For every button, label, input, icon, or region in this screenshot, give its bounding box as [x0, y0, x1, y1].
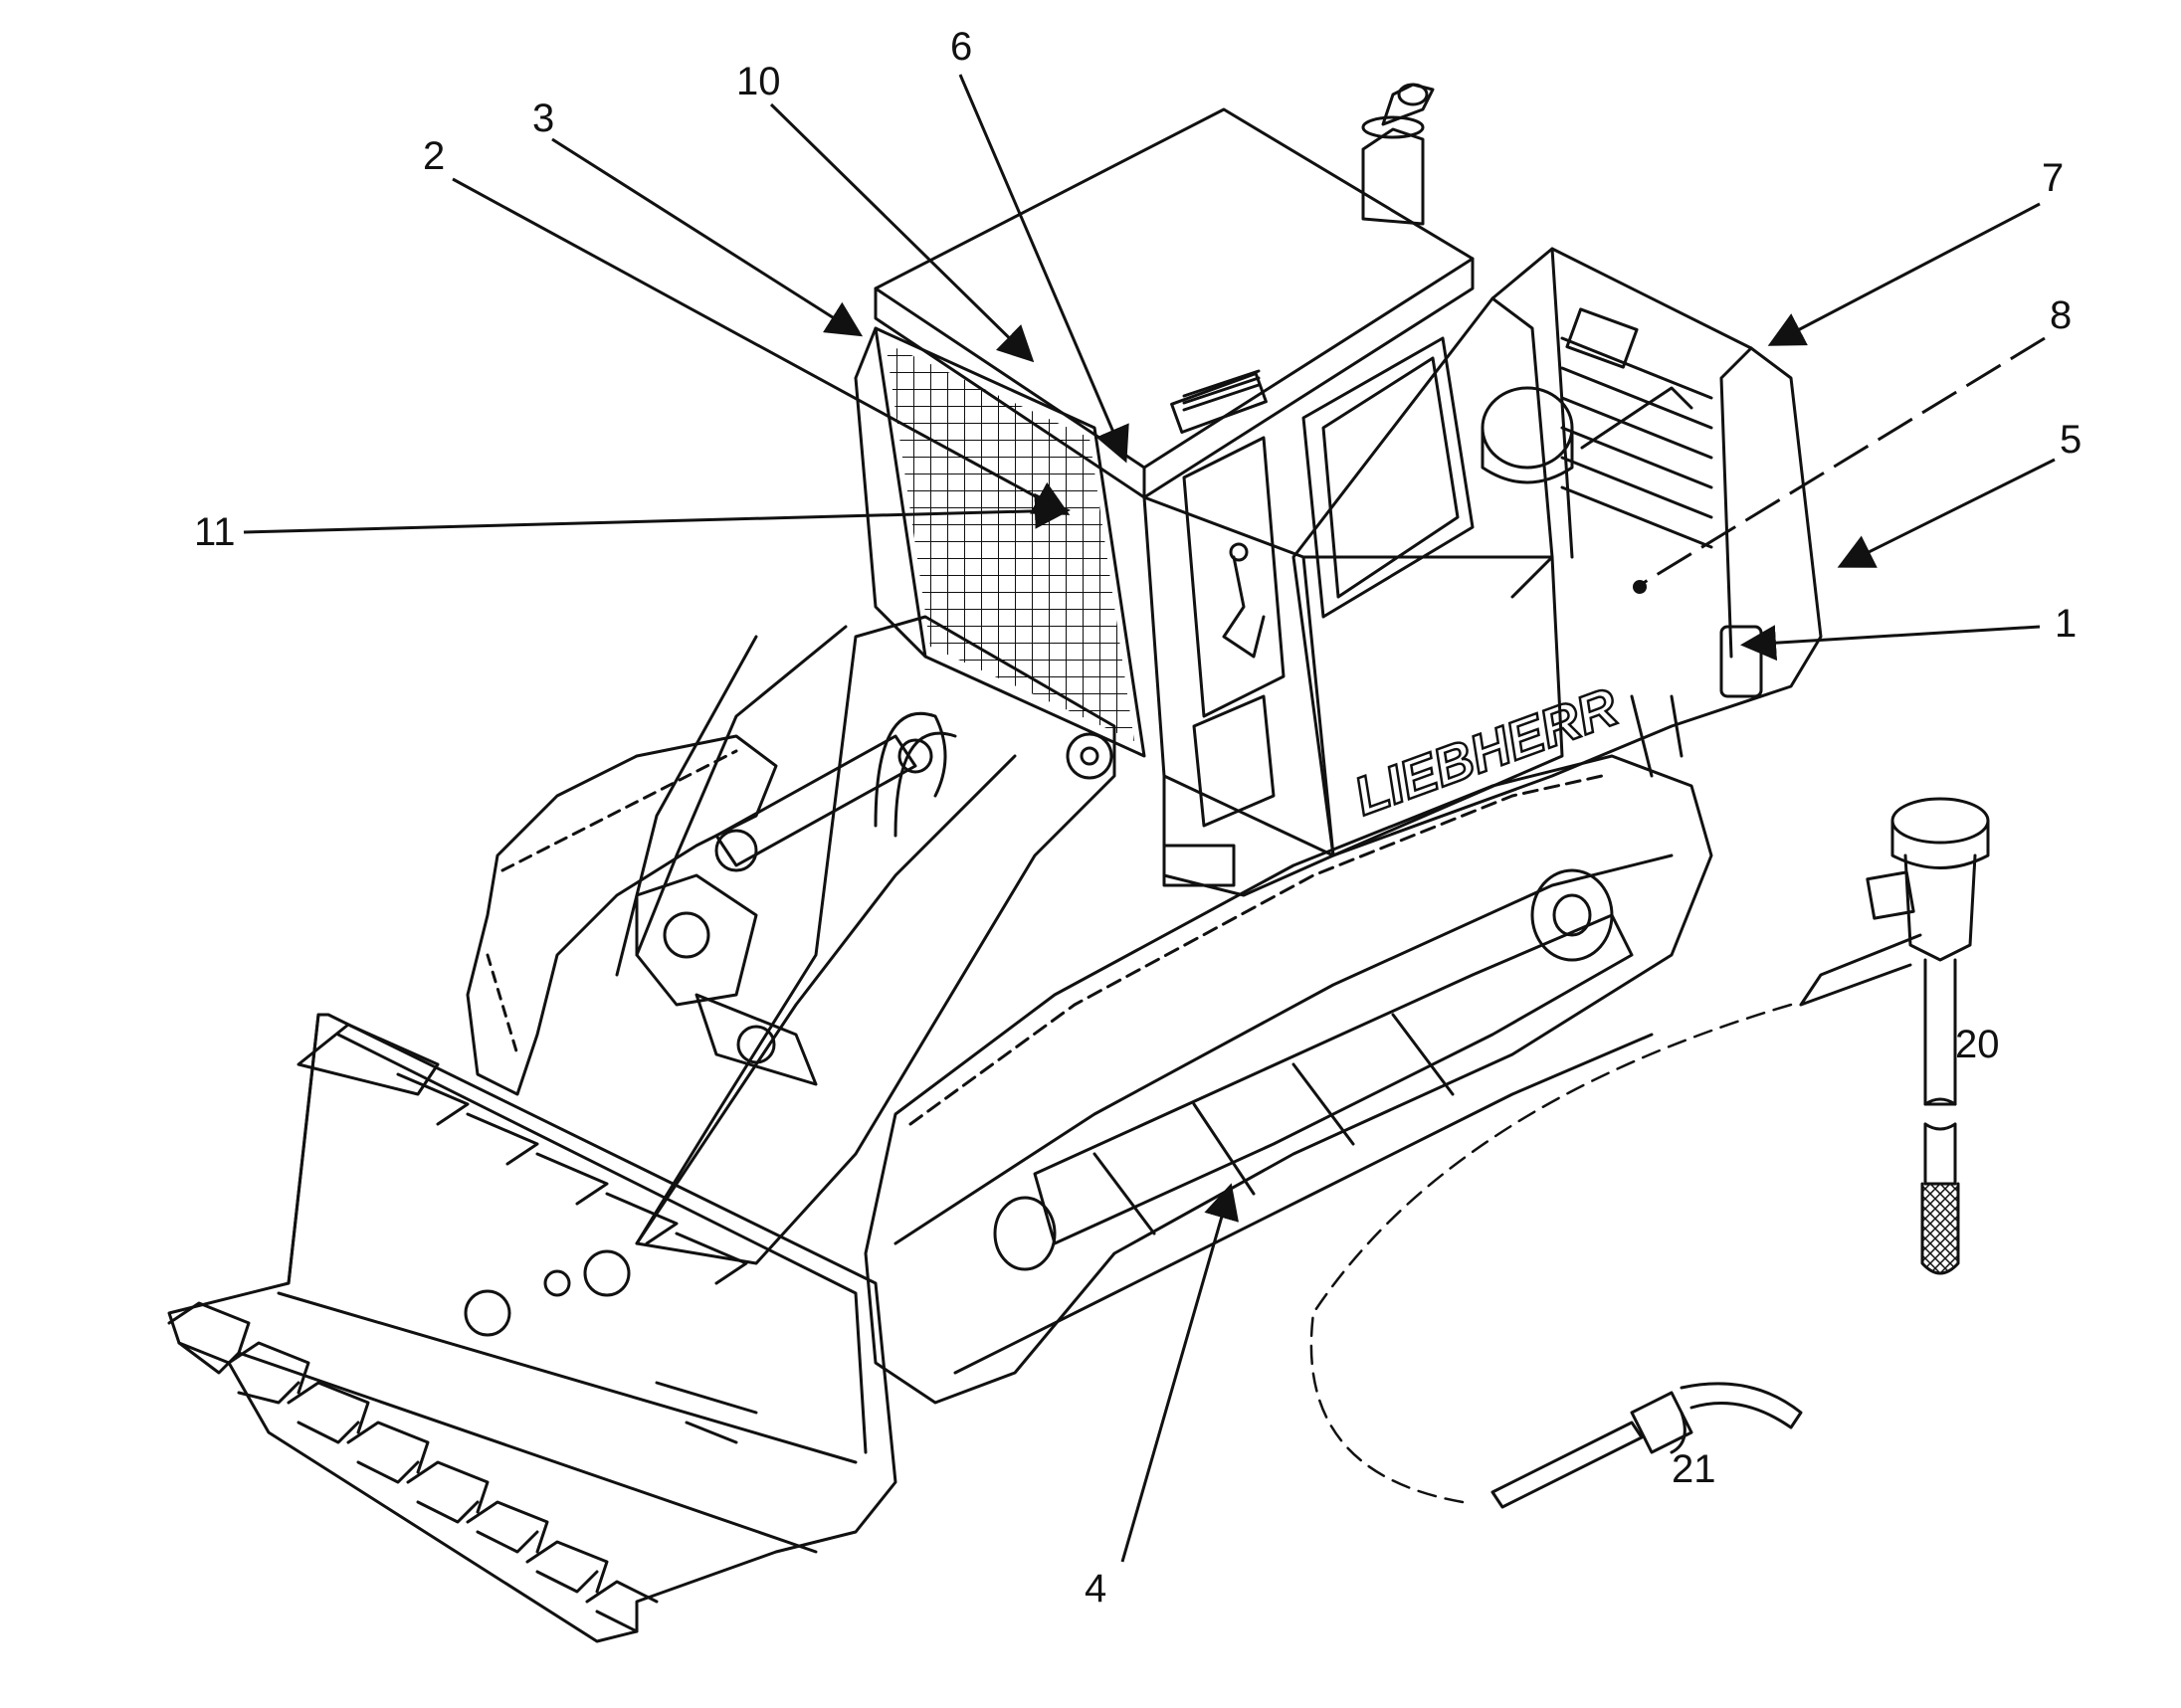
leader-5	[1837, 458, 2056, 568]
callout-2: 2	[423, 134, 445, 178]
callout-4: 4	[1085, 1567, 1106, 1611]
tool-21-nozzle	[1490, 1382, 1803, 1509]
callout-8: 8	[2050, 293, 2072, 337]
leader-4	[1120, 1183, 1239, 1563]
leader-7	[1767, 202, 2041, 346]
callout-21: 21	[1672, 1447, 1716, 1491]
leader-8-dot	[1633, 580, 1647, 594]
callout-3: 3	[532, 96, 554, 140]
brand-text: LIEBHERR	[1347, 676, 1626, 827]
engine-hood	[1291, 247, 1823, 857]
callout-7: 7	[2042, 156, 2064, 200]
callout-6: 6	[950, 25, 972, 69]
operator-cab	[874, 107, 1564, 897]
dashed-connector	[1309, 1003, 1793, 1504]
lift-arms	[615, 615, 1116, 1265]
exhaust-stack	[1361, 83, 1435, 226]
leader-8	[1636, 336, 2046, 589]
front-track	[864, 754, 1713, 1405]
leader-lines	[243, 74, 2056, 1563]
callout-1: 1	[2055, 602, 2077, 646]
callout-labels: 1 2 3 4 5 6 7 8 10 11 20 21	[194, 25, 2082, 1611]
leader-3	[551, 137, 864, 337]
callout-10: 10	[736, 60, 781, 103]
callout-11: 11	[194, 510, 236, 554]
bucket	[167, 1013, 897, 1643]
leader-6	[958, 74, 1129, 464]
air-cleaner	[1481, 386, 1574, 484]
rear-track	[466, 734, 778, 1096]
leader-10	[769, 102, 1035, 363]
leader-1	[1740, 625, 2041, 662]
leader-11	[243, 492, 1071, 534]
callout-20: 20	[1955, 1023, 2000, 1066]
leader-2	[452, 177, 1071, 515]
protective-screen	[854, 326, 1146, 758]
tool-20-filler	[1799, 797, 1990, 1275]
callout-5: 5	[2060, 418, 2082, 462]
